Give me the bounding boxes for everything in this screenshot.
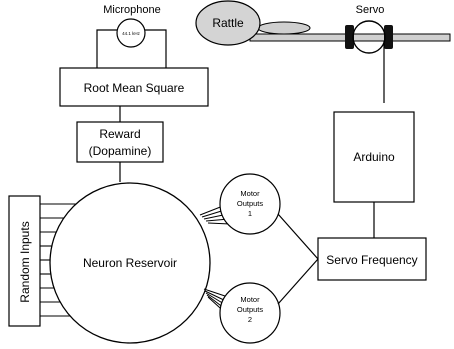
servo-frequency-box bbox=[317, 237, 427, 281]
motor-outputs-2-line3: 2 bbox=[248, 315, 252, 324]
random-inputs-box bbox=[8, 195, 41, 327]
rattle-paddle bbox=[257, 21, 311, 35]
servo-label: Servo bbox=[356, 4, 385, 16]
motor2-to-servo-frequency-line bbox=[277, 258, 319, 305]
neuron-reservoir-circle bbox=[49, 182, 211, 344]
microphone-leads bbox=[96, 40, 167, 68]
servo-clamp-right bbox=[384, 25, 393, 49]
rms-label: Root Mean Square bbox=[84, 81, 185, 95]
random-inputs-label: Random Inputs bbox=[18, 221, 32, 302]
servo-clamp-left bbox=[345, 25, 354, 49]
reward-label: Reward bbox=[99, 127, 140, 141]
arduino-box bbox=[333, 111, 415, 203]
motor-outputs-1-line3: 1 bbox=[248, 209, 252, 218]
rattle-label: Rattle bbox=[212, 16, 244, 30]
neuron-reservoir-label: Neuron Reservoir bbox=[83, 256, 177, 270]
motor-outputs-2-line1: Motor bbox=[240, 295, 260, 304]
rattle: Rattle bbox=[195, 0, 451, 46]
motor-outputs-1-line2: Outputs bbox=[237, 199, 264, 208]
motor-outputs-1-line1: Motor bbox=[240, 189, 260, 198]
motor-outputs-2-line2: Outputs bbox=[237, 305, 264, 314]
microphone: Microphone 44.1 kHz bbox=[96, 4, 167, 68]
motor-outputs-1-circle bbox=[219, 173, 281, 235]
microphone-frequency: 44.1 kHz bbox=[122, 31, 141, 36]
rms-box bbox=[59, 67, 209, 107]
reward-sublabel: (Dopamine) bbox=[89, 144, 152, 158]
reward-box bbox=[76, 121, 164, 163]
motor-outputs-2-circle bbox=[219, 282, 281, 344]
servo: Servo bbox=[345, 4, 393, 54]
microphone-label: Microphone bbox=[103, 4, 160, 16]
servo-body bbox=[352, 20, 386, 54]
servo-frequency-label: Servo Frequency bbox=[326, 253, 417, 267]
motor1-to-servo-frequency-line bbox=[277, 213, 319, 260]
microphone-circle bbox=[116, 18, 146, 48]
rattle-head bbox=[195, 0, 261, 46]
arduino-label: Arduino bbox=[353, 150, 395, 164]
